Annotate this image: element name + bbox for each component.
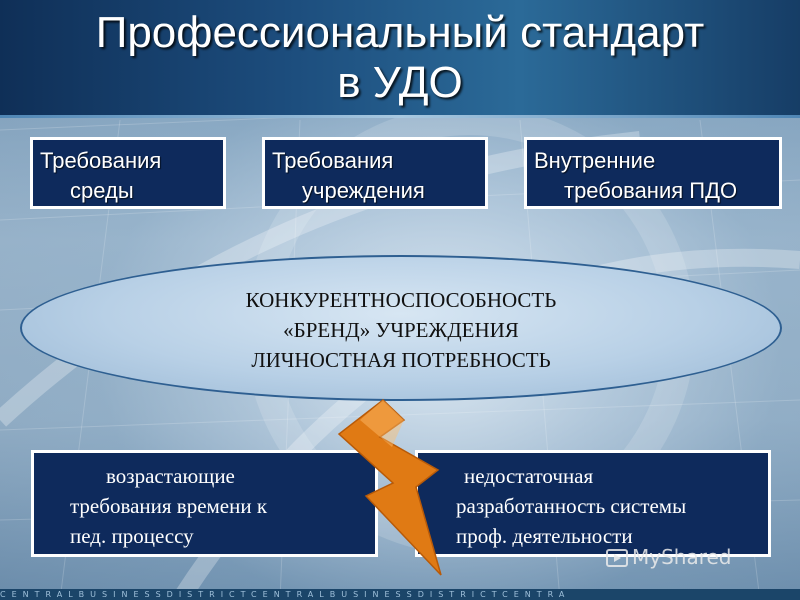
- bottom-box-line-3: проф. деятельности: [456, 524, 633, 548]
- requirements-environment-box: Требования среды: [30, 137, 226, 209]
- internal-requirements-box: Внутренние требования ПДО: [524, 137, 782, 209]
- center-ellipse: [20, 255, 782, 401]
- slide-title-line-1: Профессиональный стандарт: [95, 8, 705, 57]
- bottom-box-line-1: недостаточная: [464, 464, 594, 488]
- box-label-line-1: Внутренние: [534, 148, 656, 173]
- growing-requirements-box: возрастающие требования времени к пед. п…: [31, 450, 378, 557]
- title-bar: Профессиональный стандарт в УДО: [0, 0, 800, 118]
- play-icon: [606, 549, 628, 567]
- ellipse-line-3: ЛИЧНОСТНАЯ ПОТРЕБНОСТЬ: [251, 348, 551, 372]
- ellipse-line-2: «БРЕНД» УЧРЕЖДЕНИЯ: [283, 318, 519, 342]
- requirements-institution-box: Требования учреждения: [262, 137, 488, 209]
- box-label-line-2: среды: [70, 178, 134, 203]
- watermark: MyShared: [606, 542, 776, 572]
- box-label-line-2: требования ПДО: [564, 178, 738, 203]
- box-label-line-1: Требования: [272, 148, 394, 173]
- slide-title-line-2: в УДО: [337, 58, 463, 107]
- slide-title: Профессиональный стандарт в УДО: [0, 8, 800, 108]
- center-ellipse-text: КОНКУРЕНТНОСПОСОБНОСТЬ «БРЕНД» УЧРЕЖДЕНИ…: [20, 285, 782, 375]
- bottom-box-line-3: пед. процессу: [70, 524, 194, 548]
- bottom-box-line-2: требования времени к: [70, 494, 268, 518]
- watermark-text: MyShared: [632, 545, 732, 569]
- insufficient-system-box: недостаточная разработанность системы пр…: [415, 450, 771, 557]
- footer-strip: CENTRALBUSINESSDISTRICTCENTRALBUSINESSDI…: [0, 589, 800, 600]
- box-label-line-2: учреждения: [302, 178, 425, 203]
- box-label-line-1: Требования: [40, 148, 162, 173]
- bottom-box-line-1: возрастающие: [106, 464, 235, 488]
- ellipse-line-1: КОНКУРЕНТНОСПОСОБНОСТЬ: [245, 288, 557, 312]
- bottom-box-line-2: разработанность системы: [456, 494, 687, 518]
